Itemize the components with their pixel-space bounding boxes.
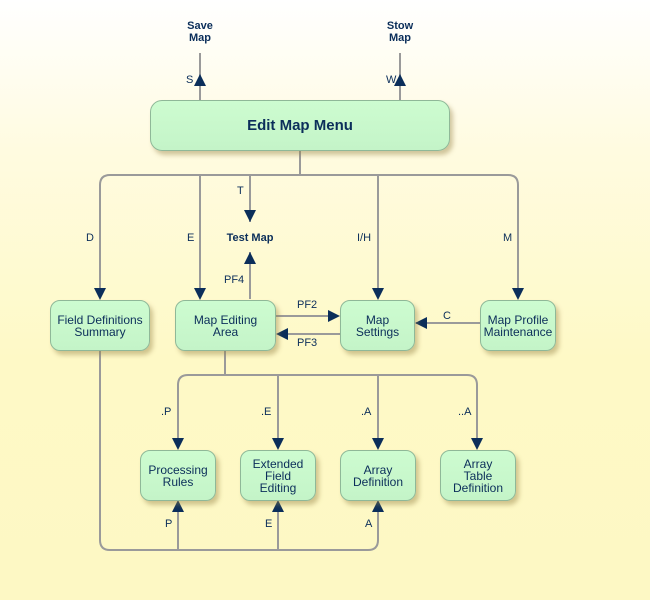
arrowhead-c (415, 317, 427, 329)
edge-menu-bus (110, 174, 519, 186)
node-array-table-definition[interactable]: Array Table Definition (440, 450, 516, 501)
arrowhead-ih (372, 288, 384, 300)
label-dotdot-a: ..A (458, 406, 472, 418)
edge-lower-bus (188, 374, 478, 386)
arrowhead-dot-e (272, 438, 284, 450)
arrowhead-a (372, 500, 384, 512)
label-dot-a: .A (361, 406, 372, 418)
arrowhead-dotdot-a (471, 438, 483, 450)
arrowheads (94, 74, 524, 512)
arrowhead-pf4 (244, 252, 256, 264)
arrowhead-pf2 (328, 310, 340, 322)
edge-return-bus (99, 351, 379, 551)
label-c: C (443, 310, 451, 322)
terminal-test-map[interactable]: Test Map (226, 232, 274, 244)
label-d: D (86, 232, 94, 244)
node-map-editing-area[interactable]: Map Editing Area (175, 300, 276, 351)
label-dot-e: .E (261, 406, 272, 418)
label-s: S (186, 74, 194, 86)
arrowhead-d (94, 288, 106, 300)
arrowhead-p (172, 500, 184, 512)
arrowhead-e (194, 288, 206, 300)
arrowhead-stow (394, 74, 406, 86)
node-map-settings[interactable]: Map Settings (340, 300, 415, 351)
arrowhead-e2 (272, 500, 284, 512)
arrowhead-save (194, 74, 206, 86)
arrowhead-dot-p (172, 438, 184, 450)
node-edit-map-menu[interactable]: Edit Map Menu (150, 100, 450, 151)
label-e: E (187, 232, 195, 244)
label-pf2: PF2 (297, 299, 318, 311)
label-p: P (165, 518, 173, 530)
arrowhead-m (512, 288, 524, 300)
node-map-profile-maintenance[interactable]: Map Profile Maintenance (480, 300, 556, 351)
terminal-save-map[interactable]: Save Map (187, 20, 213, 44)
terminal-stow-map[interactable]: Stow Map (386, 20, 414, 44)
node-extended-field-editing[interactable]: Extended Field Editing (240, 450, 316, 501)
edge-d (99, 174, 111, 298)
label-pf3: PF3 (297, 337, 318, 349)
label-a: A (365, 518, 373, 530)
label-ih: I/H (357, 232, 372, 244)
arrowhead-t (244, 210, 256, 222)
edge-dot-p (177, 374, 189, 448)
label-m: M (503, 232, 513, 244)
node-array-definition[interactable]: Array Definition (340, 450, 416, 501)
label-dot-p: .P (161, 406, 172, 418)
node-field-definitions-summary[interactable]: Field Definitions Summary (50, 300, 150, 351)
label-pf4: PF4 (224, 274, 245, 286)
label-w: W (386, 74, 397, 86)
arrowhead-dot-a (372, 438, 384, 450)
label-e2: E (265, 518, 273, 530)
node-processing-rules[interactable]: Processing Rules (140, 450, 216, 501)
arrowhead-pf3 (276, 328, 288, 340)
label-t: T (237, 185, 244, 197)
